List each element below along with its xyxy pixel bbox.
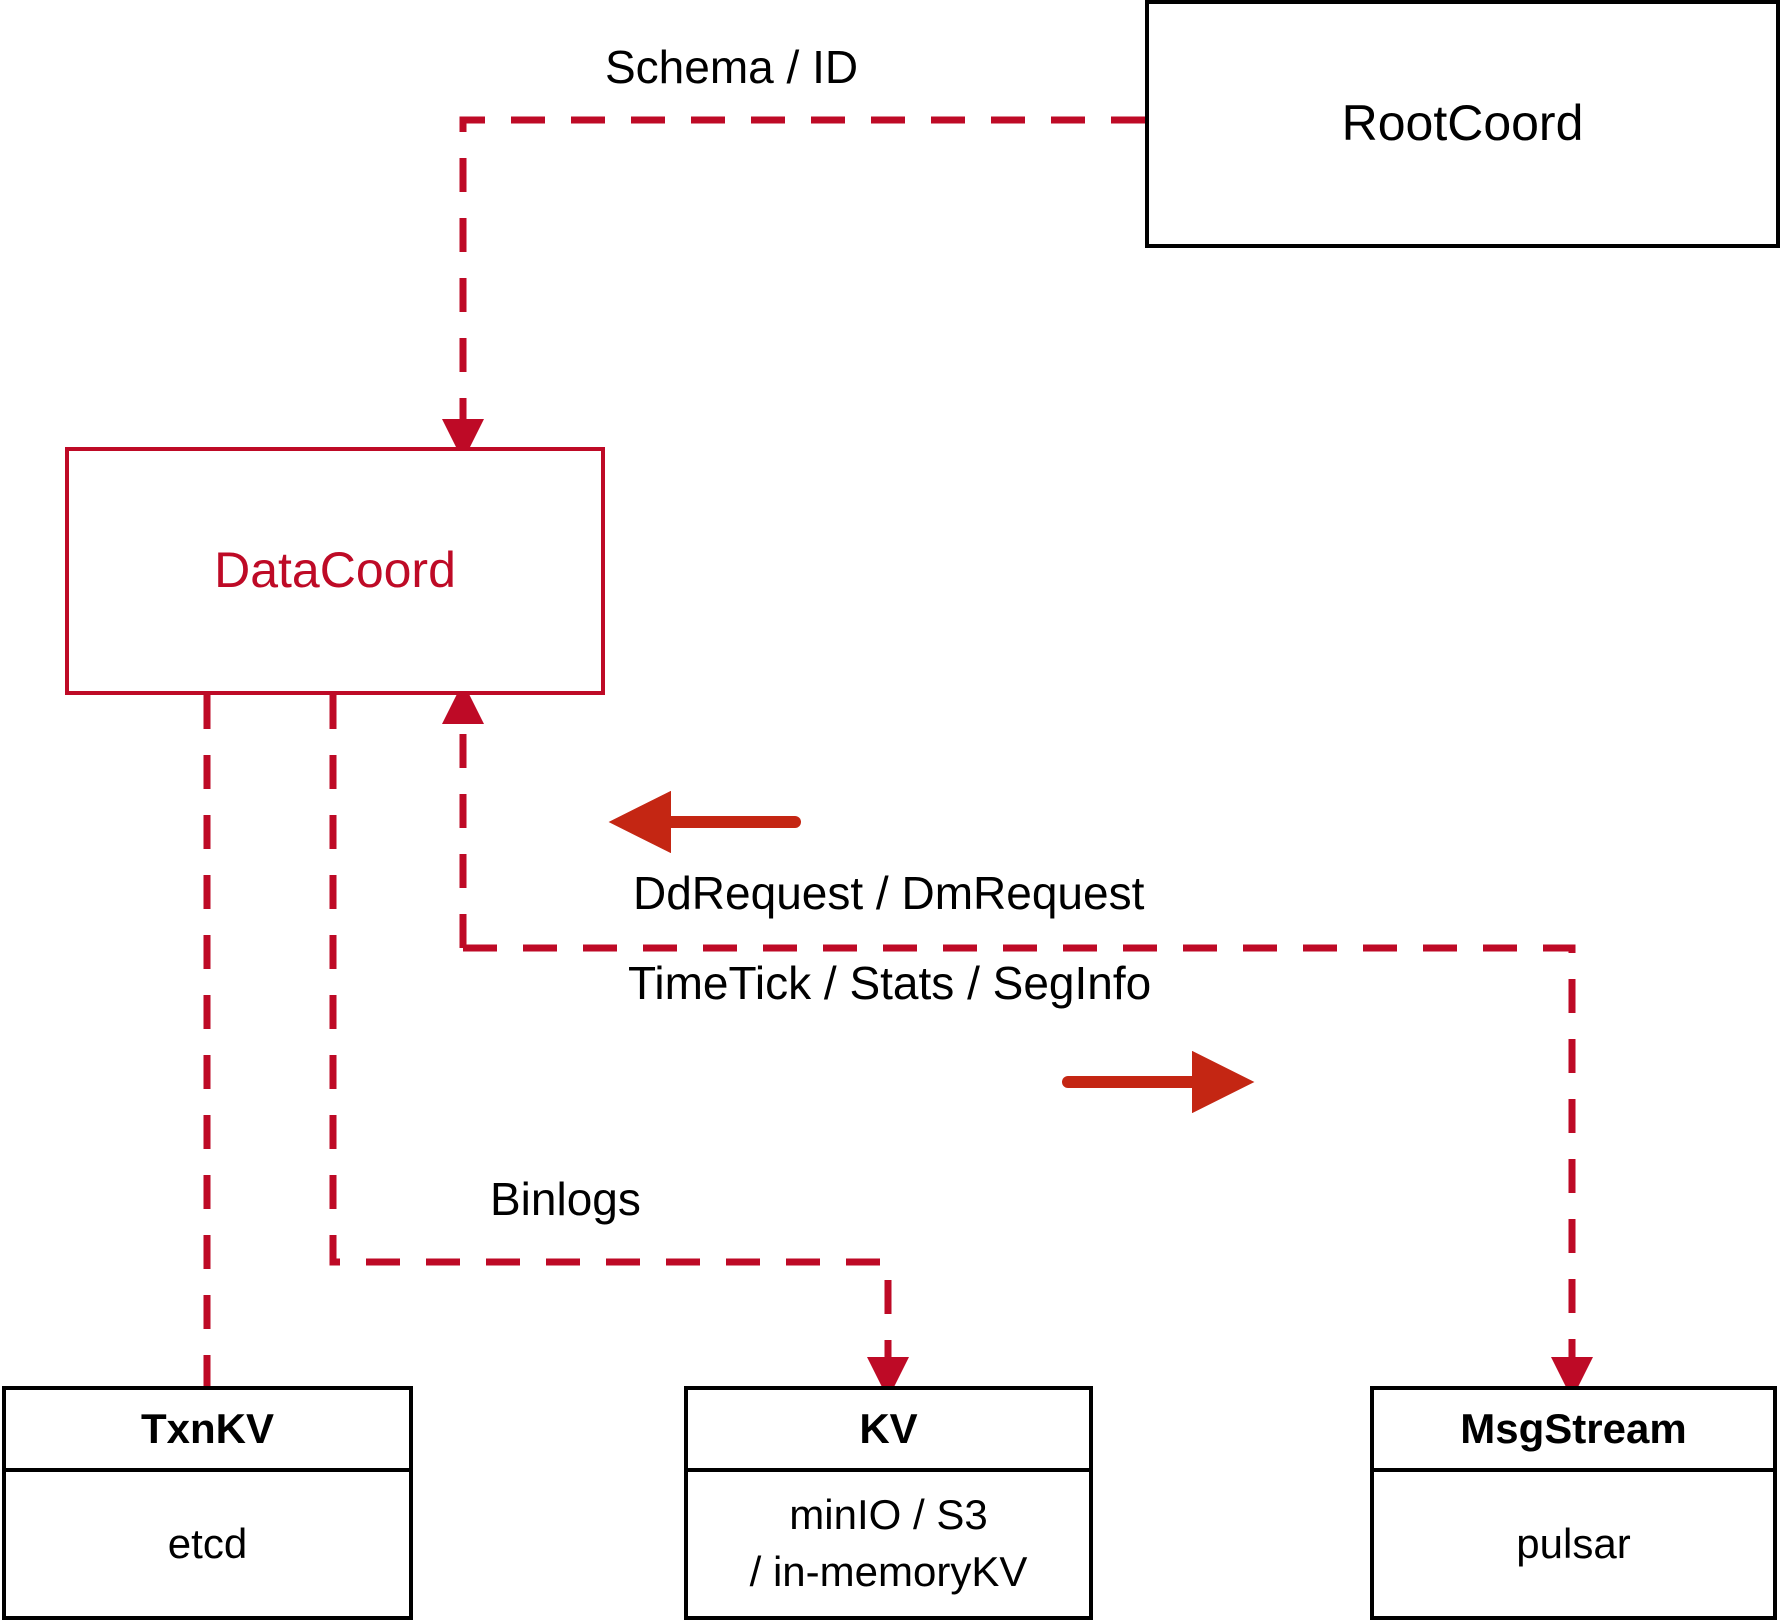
node-txnkv-body-line: etcd [167,1519,248,1567]
edge-label-binlogs: Binlogs [490,1173,641,1225]
node-datacoord-label: DataCoord [214,542,456,599]
edge-datacoord-to-msgstream [463,944,1593,1399]
edge-datacoord-to-kv [329,695,909,1399]
node-msgstream-header: MsgStream [1374,1390,1773,1472]
edge-label-timetick-stats-seginfo: TimeTick / Stats / SegInfo [628,957,1152,1009]
node-datacoord[interactable]: DataCoord [65,447,605,695]
node-kv-header: KV [688,1390,1089,1472]
node-kv[interactable]: KV minIO / S3 / in-memoryKV [684,1386,1093,1620]
edge-label-dd-dm-request: DdRequest / DmRequest [633,867,1145,919]
node-rootcoord-label: RootCoord [1341,95,1584,152]
node-kv-body-line: minIO / S3 [789,1491,988,1539]
node-msgstream[interactable]: MsgStream pulsar [1370,1386,1777,1620]
node-kv-body-line: / in-memoryKV [749,1548,1028,1595]
edge-rootcoord-to-datacoord [442,116,1145,461]
node-msgstream-body: pulsar [1374,1472,1773,1616]
node-txnkv-header: TxnKV [6,1390,409,1472]
node-txnkv[interactable]: TxnKV etcd [2,1386,413,1620]
node-rootcoord[interactable]: RootCoord [1145,0,1780,248]
edge-label-schema-id: Schema / ID [605,41,859,93]
node-kv-body: minIO / S3 / in-memoryKV [688,1472,1089,1616]
node-msgstream-body-line: pulsar [1516,1519,1631,1567]
node-txnkv-body: etcd [6,1472,409,1616]
